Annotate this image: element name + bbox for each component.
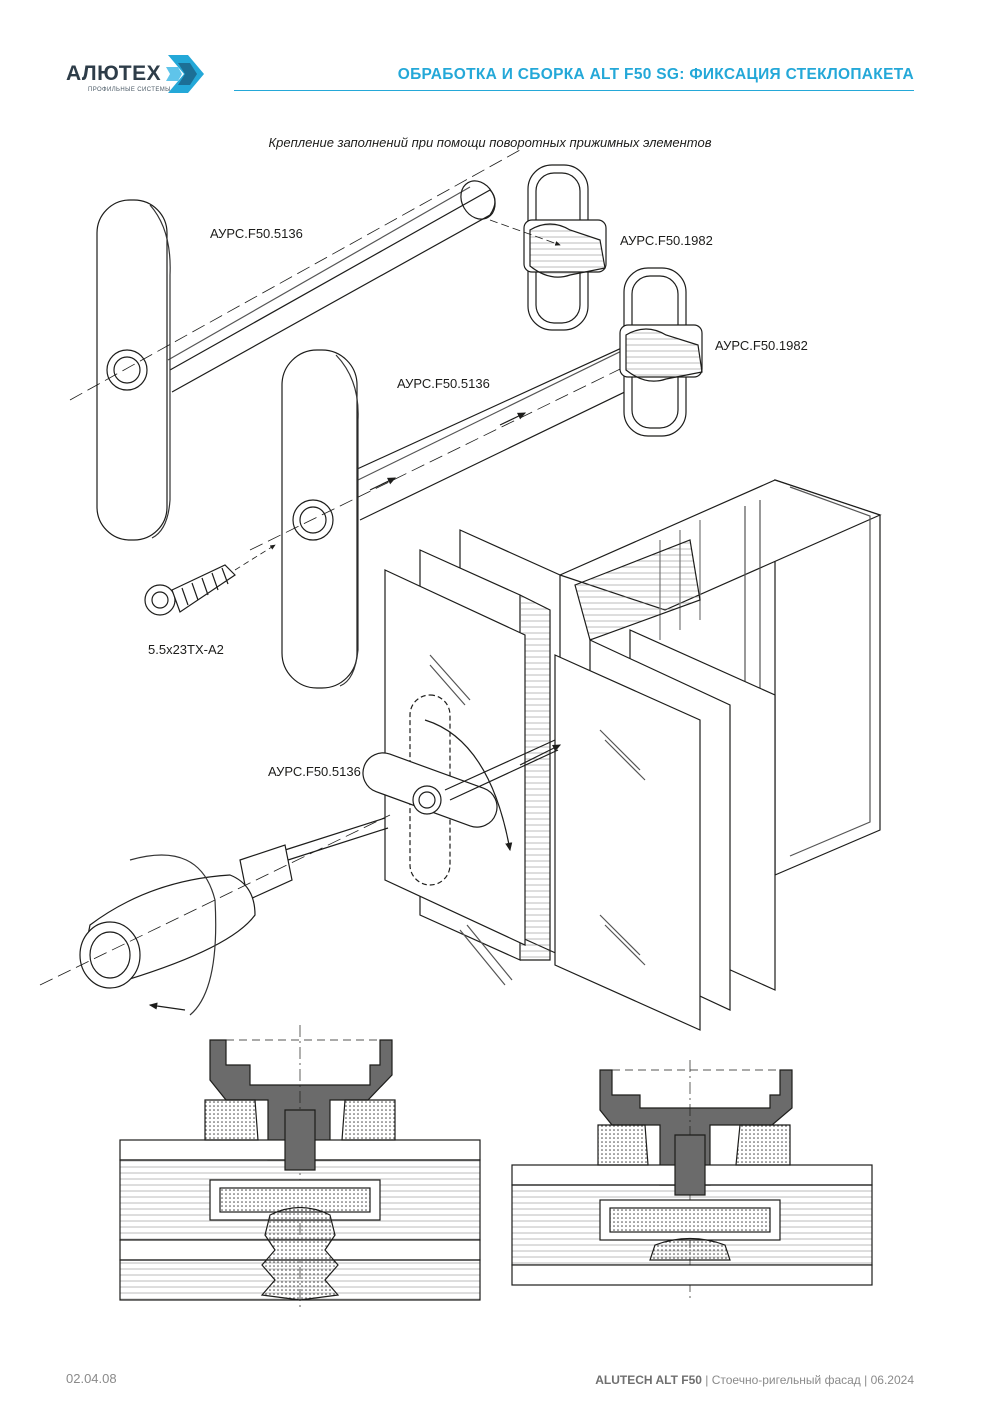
clamp-plate-top	[69, 149, 521, 541]
screwdriver	[39, 814, 391, 1016]
label-part-1982-top: АУРС.F50.1982	[620, 233, 713, 248]
facade-assembly	[362, 479, 882, 1031]
label-part-5136-mid: АУРС.F50.5136	[397, 376, 490, 391]
page-number: 02.04.08	[66, 1371, 117, 1386]
label-part-5136-top: АУРС.F50.5136	[210, 226, 303, 241]
footer-separator-1: |	[705, 1373, 709, 1387]
page-header: АЛЮТЕХ ПРОФИЛЬНЫЕ СИСТЕМЫ ОБРАБОТКА И СБ…	[0, 0, 1000, 100]
logo-mark-icon	[166, 55, 204, 93]
footer-subtitle: Стоечно-ригельный фасад	[711, 1373, 861, 1387]
page-title: ОБРАБОТКА И СБОРКА ALT F50 SG: ФИКСАЦИЯ …	[397, 66, 914, 83]
drawing-caption: Крепление заполнений при помощи поворотн…	[268, 135, 711, 150]
screw	[144, 544, 276, 616]
title-divider	[234, 90, 914, 91]
footer-brand: ALUTECH ALT F50	[595, 1373, 702, 1387]
label-screw: 5.5х23ТХ-А2	[148, 642, 224, 657]
label-part-5136-low: АУРС.F50.5136	[268, 764, 361, 779]
logo-subtitle: ПРОФИЛЬНЫЕ СИСТЕМЫ	[88, 87, 171, 93]
pressure-element-top	[489, 164, 607, 331]
company-logo: АЛЮТЕХ ПРОФИЛЬНЫЕ СИСТЕМЫ	[66, 50, 216, 98]
footer-date: 06.2024	[870, 1373, 914, 1387]
label-part-1982-mid: АУРС.F50.1982	[715, 338, 808, 353]
pressure-element-middle	[619, 267, 703, 437]
footer-info: ALUTECH ALT F50 | Стоечно-ригельный фаса…	[595, 1373, 914, 1387]
section-detail-left	[119, 1025, 481, 1310]
footer-separator-2: |	[864, 1373, 868, 1387]
logo-text: АЛЮТЕХ	[66, 62, 162, 85]
section-detail-right	[511, 1060, 873, 1300]
assembly-drawing: Крепление заполнений при помощи поворотн…	[39, 135, 882, 1310]
